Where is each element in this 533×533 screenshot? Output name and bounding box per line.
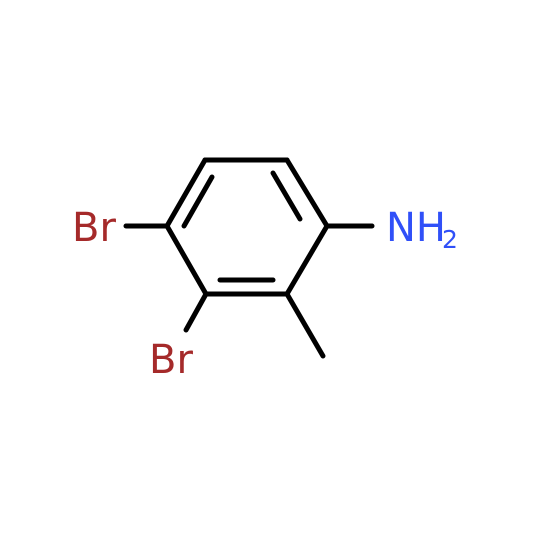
- ring-bond-bottom-right: [284, 223, 330, 297]
- ring-double-bond-right: [270, 170, 303, 222]
- atom-label-amine: NH: [386, 205, 446, 251]
- bond-to-methyl: [284, 291, 326, 359]
- atom-label-br-top: Br: [72, 205, 116, 251]
- ring-bond-top-right: [284, 157, 330, 229]
- bond-to-br-bottom: [183, 291, 209, 333]
- ring-bond-top-left: [164, 157, 208, 229]
- atom-label-amine-subscript: 2: [442, 225, 458, 254]
- ring-double-bond-left: [181, 174, 215, 229]
- atom-label-br-bottom: Br: [149, 337, 193, 383]
- ring-bond-bottom-left: [164, 223, 209, 297]
